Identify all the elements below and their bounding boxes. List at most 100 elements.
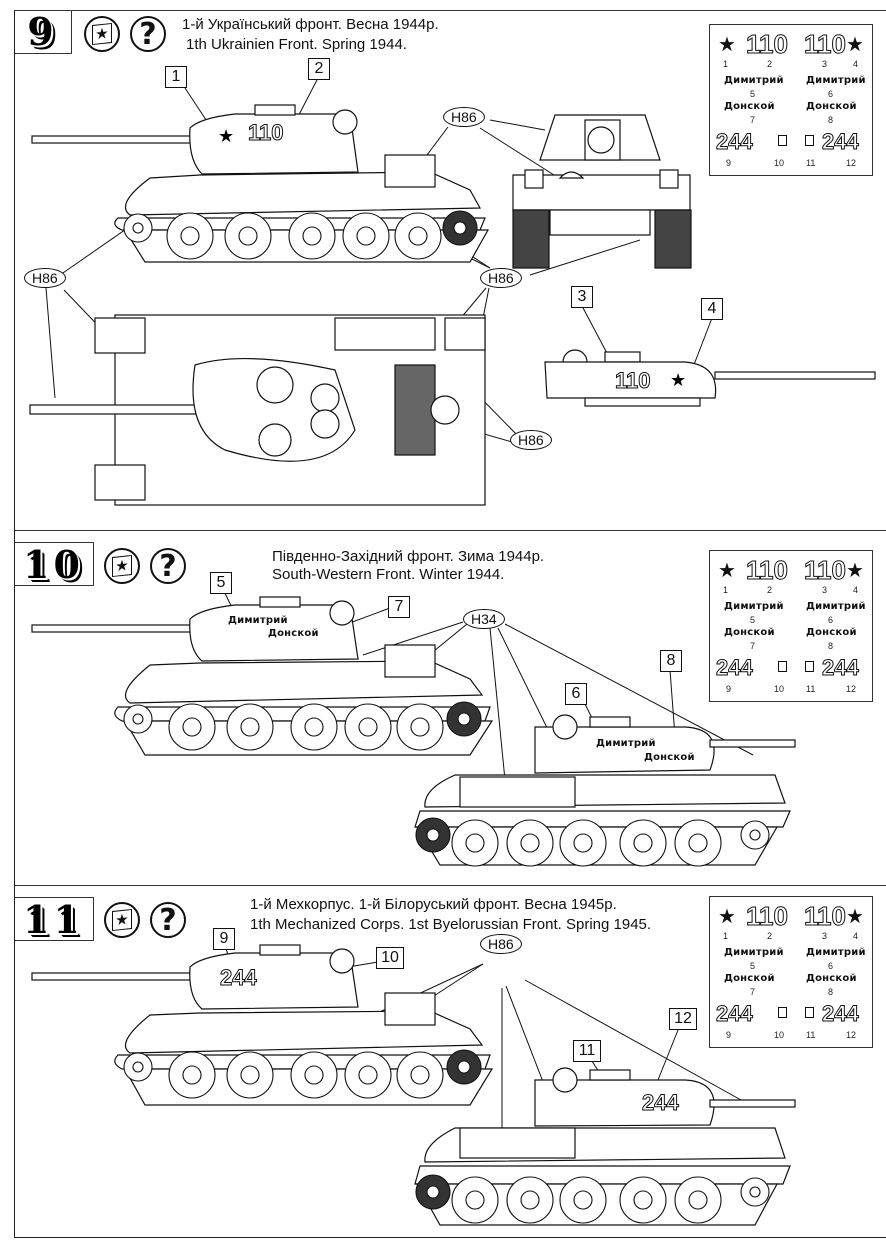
tank-side-view-left [31,944,494,1106]
decal-label: 6 [828,89,834,99]
decal-star: ★ [846,34,864,56]
decal-label: 4 [853,585,859,595]
decal-label: 9 [726,1030,732,1040]
scheme-number: 9 [14,9,72,54]
decal-callout: 8 [660,650,682,672]
decal-sheet: ★ 110 110 ★ 1 2 3 4 Димитрий Димитрий 5 … [709,550,873,702]
decal-label: 1 [723,931,729,941]
turret-inscription-line2: Донской [644,752,695,763]
tank-turret-right-view: ★ [544,349,876,407]
decal-244: 244 [822,1001,860,1027]
scheme-number: 10 [14,542,94,587]
tank-front-view [512,114,692,269]
decal-label: 2 [767,585,773,595]
decal-244: 244 [716,1001,754,1027]
decal-emblem [778,661,787,672]
tank-side-view-left [31,596,494,756]
decal-name1: Димитрий [724,75,784,86]
turret-inscription-line2: Донской [268,628,319,639]
decal-label: 7 [750,115,756,125]
decal-244: 244 [716,655,754,681]
decal-callout: 9 [213,928,235,950]
decal-callout: 7 [388,596,410,618]
decal-label: 12 [846,684,857,694]
decal-star: ★ [718,906,736,928]
decal-label: 11 [806,1030,816,1040]
decal-name1: Димитрий [806,601,866,612]
decal-label: 2 [767,59,773,69]
soviet-flag-icon: ★ [84,16,120,52]
unknown-color-icon: ? [130,16,166,52]
paint-label: H86 [443,107,485,127]
decal-name2: Донской [806,627,857,638]
decal-110: 110 [746,29,789,60]
decal-110: 110 [804,555,847,586]
soviet-flag-icon: ★ [104,902,140,938]
scheme-title-ua: 1-й Мехкорпус. 1-й Білоруський фронт. Ве… [250,896,617,913]
decal-callout: 4 [701,298,723,320]
decal-name2: Донской [724,973,775,984]
decal-emblem [778,1007,787,1018]
decal-name1: Димитрий [806,947,866,958]
decal-label: 9 [726,684,732,694]
decal-label: 10 [774,1030,785,1040]
decal-emblem [805,135,814,146]
decal-callout: 3 [571,286,593,308]
decal-star: ★ [846,906,864,928]
turret-number-110-right: 110 [615,368,651,394]
decal-244: 244 [716,129,754,155]
tank-top-view [29,314,486,506]
scheme-title-ua: Південно-Західний фронт. Зима 1944р. [272,548,545,565]
decal-label: 7 [750,641,756,651]
decal-label: 11 [806,684,816,694]
decal-sheet: ★ 110 110 ★ 1 2 3 4 Димитрий Димитрий 5 … [709,896,873,1048]
decal-label: 8 [828,641,834,651]
unknown-color-icon: ? [150,548,186,584]
decal-label: 4 [853,931,859,941]
decal-callout: 11 [573,1040,601,1062]
decal-name1: Димитрий [724,947,784,958]
soviet-flag-icon: ★ [104,548,140,584]
decal-244: 244 [822,129,860,155]
decal-244: 244 [822,655,860,681]
decal-name1: Димитрий [806,75,866,86]
paint-label: H86 [24,268,66,288]
decal-label: 10 [774,684,785,694]
turret-star-decal: ★ [670,370,686,390]
paint-label: H86 [510,430,552,450]
decal-name2: Донской [724,627,775,638]
turret-inscription-line1: Димитрий [596,738,656,749]
decal-label: 5 [750,89,756,99]
turret-inscription-line1: Димитрий [228,615,288,626]
tank-side-view-right [414,1067,796,1226]
decal-name1: Димитрий [724,601,784,612]
section-divider [14,885,886,886]
paint-label: H34 [463,609,505,629]
decal-label: 3 [822,931,828,941]
decal-label: 2 [767,931,773,941]
page-frame [14,10,886,1238]
scheme-title-en: South-Western Front. Winter 1944. [272,566,505,583]
decal-label: 6 [828,961,834,971]
decal-label: 12 [846,1030,857,1040]
turret-number-244: 244 [220,965,258,991]
decal-label: 4 [853,59,859,69]
decal-110: 110 [804,29,847,60]
decal-label: 5 [750,615,756,625]
scheme-title-en: 1th Mechanized Corps. 1st Byelorussian F… [250,916,652,933]
decal-label: 8 [828,987,834,997]
scheme-title-en: 1th Ukrainien Front. Spring 1944. [186,36,407,53]
decal-sheet: ★ 110 110 ★ 1 2 3 4 Димитрий Димитрий 5 … [709,24,873,176]
decal-emblem [805,661,814,672]
tank-side-view-right [414,714,796,867]
decal-name2: Донской [724,101,775,112]
tank-side-view-left: ★ [31,104,490,263]
unknown-color-icon: ? [150,902,186,938]
decal-110: 110 [804,901,847,932]
decal-star: ★ [846,560,864,582]
decal-callout: 1 [165,66,187,88]
decal-star: ★ [718,34,736,56]
turret-star-decal: ★ [218,126,234,146]
decal-label: 10 [774,158,785,168]
decal-star: ★ [718,560,736,582]
